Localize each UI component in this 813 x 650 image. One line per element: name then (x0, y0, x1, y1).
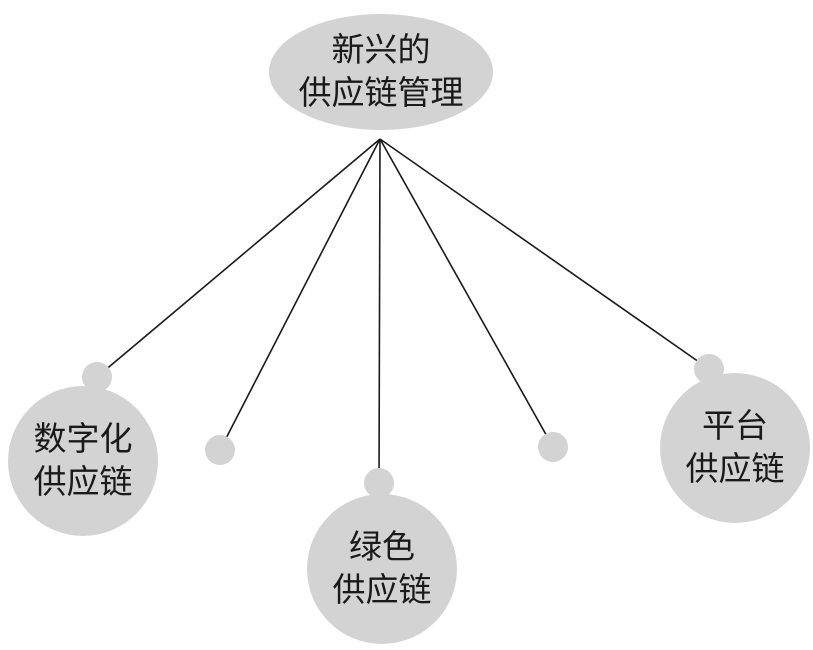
root-node: 新兴的 供应链管理 (269, 14, 493, 130)
edge-to-platform (379, 138, 710, 370)
node-label-line2: 供应链 (33, 462, 133, 501)
node-green-supply-chain: 绿色 供应链 (307, 494, 457, 644)
edge-to-left-dot (219, 138, 381, 451)
connector-dot-left (205, 435, 235, 465)
root-label-line2: 供应链管理 (298, 73, 464, 112)
connector-dot-green (364, 468, 394, 498)
node-label-line1: 数字化 (33, 419, 133, 459)
edge-to-green (378, 138, 381, 484)
node-platform-supply-chain: 平台 供应链 (660, 373, 810, 523)
node-digital-supply-chain: 数字化 供应链 (8, 386, 158, 536)
node-label-line2: 供应链 (332, 570, 432, 609)
edge-to-digital (96, 138, 381, 378)
node-label-line1: 绿色 (349, 527, 415, 567)
node-label-line2: 供应链 (685, 449, 785, 488)
connector-dot-right (538, 432, 568, 462)
edge-to-right-dot (379, 138, 554, 448)
root-label-line1: 新兴的 (331, 30, 431, 70)
node-label-line1: 平台 (702, 406, 768, 446)
